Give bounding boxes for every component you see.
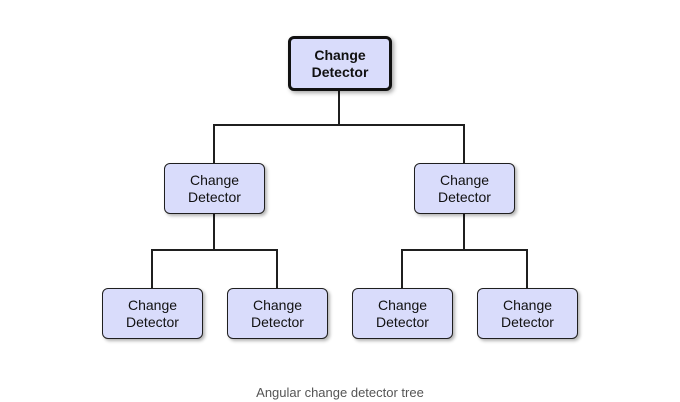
node-left-right: Change Detector — [227, 288, 328, 339]
node-left-right-line2: Detector — [251, 313, 304, 330]
connector-to-left-right — [276, 249, 278, 288]
node-left-line1: Change — [189, 171, 240, 188]
node-right-left-line1: Change — [377, 296, 428, 313]
node-root: Change Detector — [288, 36, 392, 91]
connector-to-right — [463, 124, 465, 163]
node-root-line1: Change — [314, 46, 366, 63]
node-right-line1: Change — [439, 171, 490, 188]
node-left-left-line2: Detector — [126, 313, 179, 330]
connector-left-stem — [213, 213, 215, 251]
node-right-right-line2: Detector — [501, 313, 554, 330]
node-left: Change Detector — [164, 163, 265, 214]
node-left-line2: Detector — [188, 188, 241, 205]
connector-right-stem — [463, 213, 465, 251]
node-right-left-line2: Detector — [376, 313, 429, 330]
connector-left-bar — [151, 249, 278, 251]
connector-right-bar — [401, 249, 528, 251]
node-right-right-line1: Change — [502, 296, 553, 313]
node-left-right-line1: Change — [252, 296, 303, 313]
node-root-line2: Detector — [311, 63, 369, 80]
node-right-right: Change Detector — [477, 288, 578, 339]
node-right: Change Detector — [414, 163, 515, 214]
node-left-left: Change Detector — [102, 288, 203, 339]
connector-to-right-left — [401, 249, 403, 288]
diagram-caption: Angular change detector tree — [256, 385, 424, 400]
connector-root-stem — [338, 89, 340, 126]
connector-to-right-right — [526, 249, 528, 288]
connector-level1-bar — [213, 124, 465, 126]
node-right-line2: Detector — [438, 188, 491, 205]
connector-to-left — [213, 124, 215, 163]
connector-to-left-left — [151, 249, 153, 288]
node-right-left: Change Detector — [352, 288, 453, 339]
node-left-left-line1: Change — [127, 296, 178, 313]
